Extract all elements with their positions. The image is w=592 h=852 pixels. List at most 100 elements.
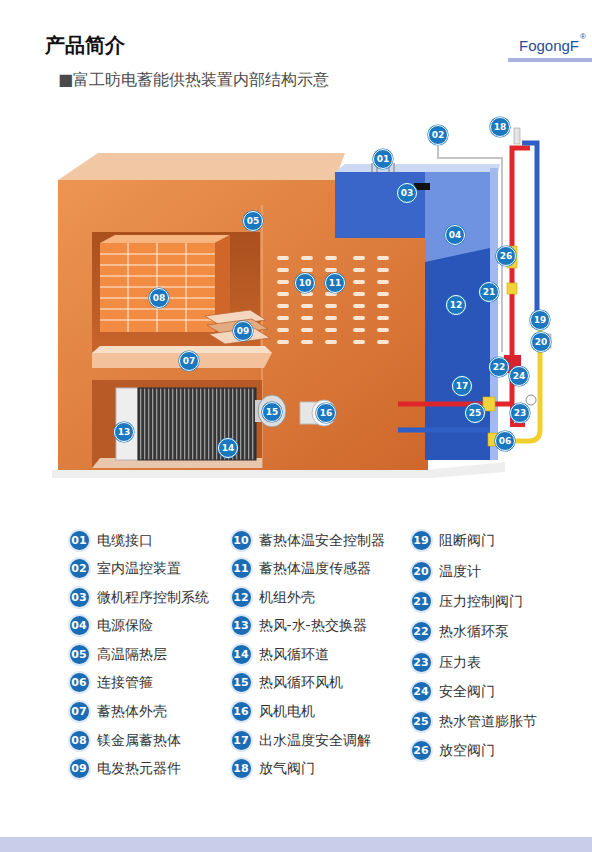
callout-number: 20 [531, 332, 551, 352]
part-name: 热风循环道 [259, 646, 329, 663]
callout-number-text: 16 [233, 706, 248, 717]
vent-slots [277, 268, 289, 272]
callout-number-text: 20 [413, 566, 428, 577]
callout-number-text: 06 [499, 437, 512, 446]
vent-slots [377, 268, 389, 272]
callout-number: 18 [490, 117, 510, 137]
callout-number-text: 25 [469, 409, 482, 418]
part-name: 出水温度安全调解 [259, 732, 371, 749]
part-name: 高温隔热层 [97, 646, 167, 663]
callout-number: 08 [149, 288, 169, 308]
part-list-item: 26放空阀门 [410, 739, 433, 762]
callout-number-text: 16 [320, 409, 333, 418]
part-name: 连接管箍 [97, 674, 153, 691]
callout-number: 14 [218, 438, 238, 458]
callout-number: 13 [114, 422, 134, 442]
callout-number-text: 17 [456, 382, 469, 391]
callout-number: 17 [452, 376, 472, 396]
callout-number: 23 [510, 403, 530, 423]
upper-cavity [92, 232, 260, 353]
vent-slots [325, 316, 337, 320]
part-name: 电源保险 [97, 617, 153, 634]
callout-number-text: 17 [233, 735, 248, 746]
callout-number: 01 [373, 149, 393, 169]
subtitle: ■富工昉电蓄能供热装置内部结构示意 [58, 71, 329, 89]
callout-number-text: 05 [247, 217, 260, 226]
callout-number: 25 [465, 403, 485, 423]
unit-housing [425, 172, 490, 460]
part-name: 阻断阀门 [439, 532, 495, 549]
part-name: 热风-水-热交换器 [259, 617, 367, 634]
callout-number: 26 [496, 246, 516, 266]
vent-slots [277, 328, 289, 332]
unit-housing [335, 164, 500, 460]
callout-number-text: 11 [329, 279, 342, 288]
vent-slots [353, 280, 365, 284]
part-name: 蓄热体温安全控制器 [259, 532, 385, 549]
callout-number-text: 01 [71, 535, 86, 546]
heat-storage-bricks [100, 243, 215, 332]
callout-number-text: 20 [535, 338, 548, 347]
callout-number-text: 02 [71, 563, 86, 574]
callout-number: 24 [509, 366, 529, 386]
callout-number-text: 18 [494, 123, 507, 132]
page-title: 产品简介 [45, 34, 125, 57]
pipe-fittings [514, 128, 520, 144]
callout-number-text: 19 [413, 535, 428, 546]
pipe-fittings [507, 283, 517, 294]
upper-cavity [92, 232, 260, 353]
lower-cavity [92, 380, 262, 468]
lower-cavity [92, 380, 262, 468]
part-name: 风机电机 [259, 703, 315, 720]
heat-storage-bricks [100, 243, 215, 332]
vent-slots [377, 280, 389, 284]
part-list-item: 04电源保险 [68, 614, 91, 637]
callout-number: 19 [530, 310, 550, 330]
callout-number: 02 [428, 125, 448, 145]
vent-slots [301, 316, 313, 320]
part-list-item: 12机组外壳 [230, 586, 253, 609]
vent-slots [377, 304, 389, 308]
callout-number: 11 [325, 273, 345, 293]
part-list-item: 07蓄热体外壳 [68, 700, 91, 723]
vent-slots [353, 328, 365, 332]
callout-number: 03 [397, 183, 417, 203]
callout-number-text: 09 [71, 763, 86, 774]
header-rule [508, 58, 592, 62]
part-list-item: 05高温隔热层 [68, 643, 91, 666]
callout-number-text: 14 [233, 649, 248, 660]
callout-number-text: 22 [413, 626, 428, 637]
part-list-item: 21压力控制阀门 [410, 590, 433, 613]
cable-ports [393, 163, 395, 172]
unit-housing [335, 172, 425, 238]
pipe-fittings [483, 397, 495, 411]
part-list-item: 25热水管道膨胀节 [410, 710, 433, 733]
callout-number-text: 25 [413, 716, 428, 727]
part-list-item: 03微机程序控制系统 [68, 586, 91, 609]
part-list-item: 10蓄热体温安全控制器 [230, 529, 253, 552]
part-list-item: 20温度计 [410, 560, 433, 583]
callout-number-text: 08 [153, 294, 166, 303]
footer-bar [0, 837, 592, 852]
callout-number-text: 09 [237, 327, 250, 336]
vent-slots [301, 304, 313, 308]
fan-motor [300, 400, 336, 426]
unit-housing [490, 168, 498, 460]
vent-slots [353, 304, 365, 308]
insulation-body [58, 153, 428, 470]
pipework [398, 148, 530, 404]
part-list-item: 18放气阀门 [230, 757, 253, 780]
callout-number-text: 26 [500, 252, 513, 261]
part-name: 放空阀门 [439, 742, 495, 759]
callout-number-text: 21 [483, 288, 496, 297]
part-name: 热水循环泵 [439, 623, 509, 640]
part-name: 机组外壳 [259, 589, 315, 606]
callout-number-text: 04 [449, 231, 462, 240]
callout-number-text: 06 [71, 677, 86, 688]
callout-number-text: 12 [233, 592, 248, 603]
vent-slots [377, 256, 389, 260]
part-name: 安全阀门 [439, 683, 495, 700]
vent-slots [277, 256, 389, 344]
